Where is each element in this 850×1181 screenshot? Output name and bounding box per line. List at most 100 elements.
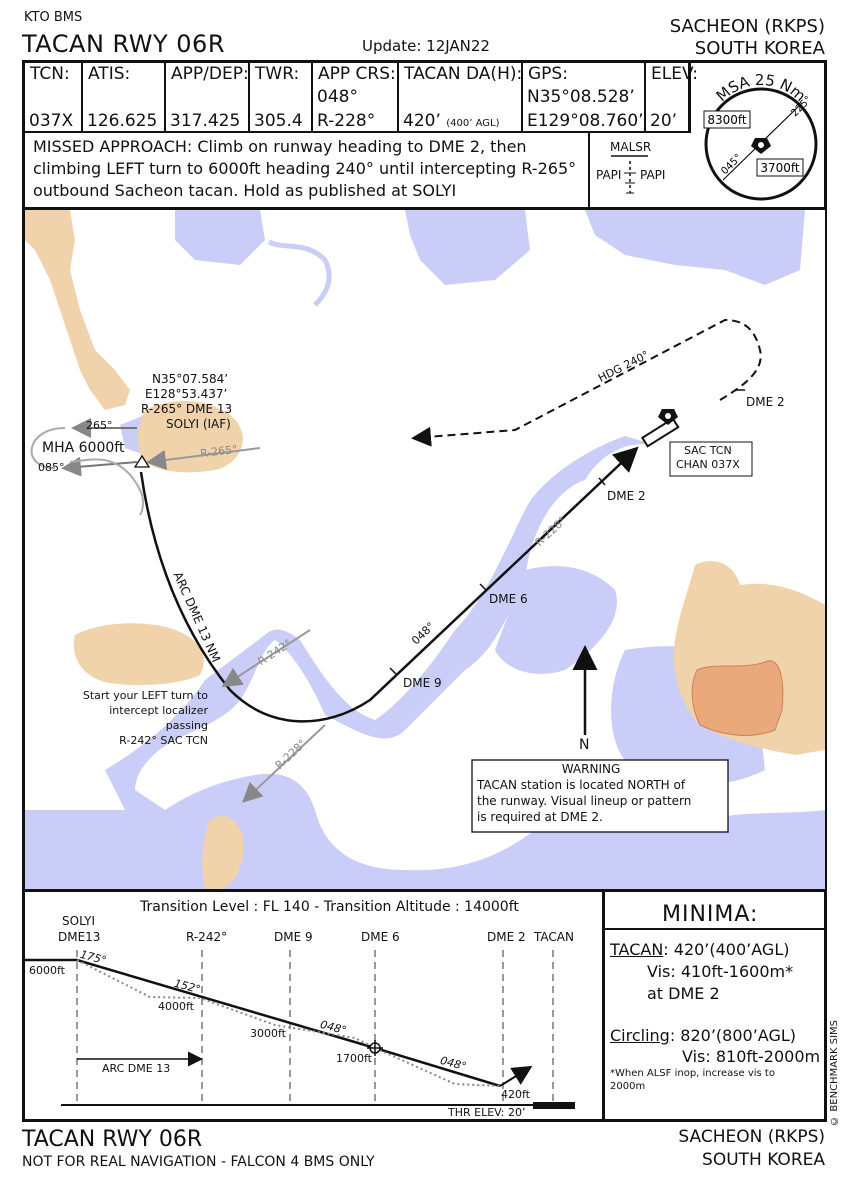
lead-note-line-2: intercept localizer passing <box>109 704 208 732</box>
profile-fix-dme9: DME 9 <box>274 930 313 944</box>
update-date: Update: 12JAN22 <box>362 37 490 55</box>
lighting-divider <box>588 131 590 208</box>
appcrs-label: APP CRS: <box>318 64 396 84</box>
dme-2-label: DME 2 <box>607 489 646 503</box>
freq-cell-appdep: APP/DEP: 317.425 <box>166 62 250 132</box>
freq-cell-elev: ELEV: 20’ <box>646 62 698 132</box>
north-label: N <box>579 737 590 753</box>
msa-diagram: MSA 25 Nm 8300ft 3700ft 225° 045° <box>703 71 818 201</box>
airport-name: SACHEON (RKPS) <box>669 16 825 37</box>
appdep-label: APP/DEP: <box>171 64 249 84</box>
freq-cell-gps: GPS: N35°08.528’ E129°08.760’ <box>523 62 646 132</box>
hold-mha: MHA 6000ft <box>42 440 125 456</box>
high-terrain <box>691 660 784 736</box>
hold-outbound-course: 085° <box>38 461 65 474</box>
appdep-value: 317.425 <box>170 111 241 131</box>
minima-circling-visibility: Vis: 810ft-2000m <box>682 1047 821 1066</box>
warning-title: WARNING <box>561 762 621 776</box>
profile-arc-label: ARC DME 13 <box>102 1062 171 1075</box>
solyi-lat: N35°07.584’ <box>152 372 229 386</box>
elev-label: ELEV: <box>651 64 698 84</box>
atis-label: ATIS: <box>88 64 131 84</box>
elev-value: 20’ <box>650 111 678 131</box>
info-divider <box>25 207 825 210</box>
lead-radial-note: Start your LEFT turn to intercept locali… <box>72 688 208 748</box>
chart-frame <box>22 60 827 1122</box>
freq-cell-twr: TWR: 305.4 <box>250 62 313 132</box>
solyi-fix-triangle <box>133 454 151 468</box>
minima-note: *When ALSF inop, increase vis to 2000m <box>610 1068 775 1092</box>
minima-tacan-value: : 420’(400’AGL) <box>663 940 790 959</box>
profile-view <box>25 950 575 1109</box>
plan-view <box>25 210 825 890</box>
papi-left-label: PAPI <box>596 168 622 182</box>
minima-tacan-at: at DME 2 <box>647 984 720 1003</box>
twr-label: TWR: <box>255 64 300 84</box>
freq-cell-tcn: TCN: 037X <box>25 62 83 132</box>
solyi-radial: R-265° DME 13 <box>141 402 233 416</box>
footer-note: NOT FOR REAL NAVIGATION - FALCON 4 BMS O… <box>22 1154 375 1170</box>
lighting-symbol <box>611 155 648 194</box>
minima-title-divider <box>604 928 825 930</box>
final-approach-fix-icon <box>367 1040 383 1056</box>
profile-fix-dme13: DME13 <box>58 930 101 944</box>
twr-value: 305.4 <box>254 111 303 131</box>
sac-tcn-channel: CHAN 037X <box>676 458 740 471</box>
freq-cell-appcrs: APP CRS: 048° R-228° <box>313 62 399 132</box>
profile-divider <box>25 889 825 892</box>
gps-label: GPS: <box>528 64 568 84</box>
footer-title: TACAN RWY 06R <box>22 1127 203 1152</box>
msa-alt-north: 8300ft <box>707 113 747 127</box>
runway <box>640 417 680 448</box>
minima-circling-value: : 820’(800’AGL) <box>669 1026 797 1045</box>
solyi-lon: E128°53.437’ <box>145 387 228 401</box>
minima-tacan: TACAN: 420’(400’AGL) <box>610 940 789 959</box>
minima-tacan-label: TACAN <box>610 940 664 959</box>
profile-fix-dme6: DME 6 <box>361 930 400 944</box>
sac-tacan-icon <box>658 409 678 425</box>
sac-tcn-label: SAC TCN <box>684 444 732 457</box>
minima-title: MINIMA: <box>662 902 759 927</box>
footer-airport: SACHEON (RKPS) <box>678 1127 825 1147</box>
lead-note-line-1: Start your LEFT turn to <box>82 689 208 702</box>
msa-alt-south: 3700ft <box>760 161 800 175</box>
minima-circling-label: Circling <box>610 1026 670 1045</box>
minima-tacan-visibility: Vis: 410ft-1600m* <box>647 962 794 981</box>
tacan-da-label: TACAN DA(H): <box>404 64 523 84</box>
warning-box: WARNING TACAN station is located NORTH o… <box>474 761 728 825</box>
msa-radial-045: 045° <box>719 152 744 177</box>
tacan-da-height: 420’ <box>403 111 441 131</box>
appcrs-radial: R-228° <box>317 111 376 131</box>
airport-country: SOUTH KOREA <box>694 38 825 59</box>
profile-fix-tacan: TACAN <box>534 930 574 944</box>
transition-text: Transition Level : FL 140 - Transition A… <box>140 899 519 915</box>
threshold-elevation: THR ELEV: 20’ <box>448 1106 526 1119</box>
dme-9-label: DME 9 <box>403 676 442 690</box>
tacan-da-agl: (400’ AGL) <box>446 118 500 129</box>
gps-lat: N35°08.528’ <box>527 87 635 107</box>
minima-divider <box>602 891 605 1119</box>
tcn-label: TCN: <box>30 64 70 84</box>
profile-alt-420: 420ft <box>501 1088 530 1101</box>
warning-line-3: is required at DME 2. <box>477 810 603 824</box>
gps-lon: E129°08.760’ <box>527 111 644 131</box>
approach-lights-label: MALSR <box>610 140 652 154</box>
profile-alt-4000: 4000ft <box>158 1000 194 1013</box>
missed-approach-text: MISSED APPROACH: Climb on runway heading… <box>33 137 577 200</box>
dme-6-label: DME 6 <box>489 592 528 606</box>
profile-alt-3000: 3000ft <box>250 1027 286 1040</box>
missed-dme-2-label: DME 2 <box>746 395 785 409</box>
freq-cell-tacan-da: TACAN DA(H): 420’ (400’ AGL) <box>399 62 523 132</box>
minima-circling: Circling: 820’(800’AGL) <box>610 1026 796 1045</box>
lead-note-line-3: R-242° SAC TCN <box>119 734 208 747</box>
copyright: © BENCHMARK SIMS <box>829 1020 840 1126</box>
procedure-title: TACAN RWY 06R <box>22 30 225 58</box>
freq-cell-atis: ATIS: 126.625 <box>83 62 166 132</box>
warning-line-1: TACAN station is located NORTH of <box>477 778 686 792</box>
papi-right-label: PAPI <box>640 168 666 182</box>
chart-source: KTO BMS <box>24 10 83 25</box>
footer-country: SOUTH KOREA <box>702 1150 825 1170</box>
profile-fix-solyi: SOLYI <box>62 914 96 928</box>
warning-line-2: the runway. Visual lineup or pattern <box>477 794 692 808</box>
tacan-da-value: 420’ (400’ AGL) <box>403 111 500 131</box>
